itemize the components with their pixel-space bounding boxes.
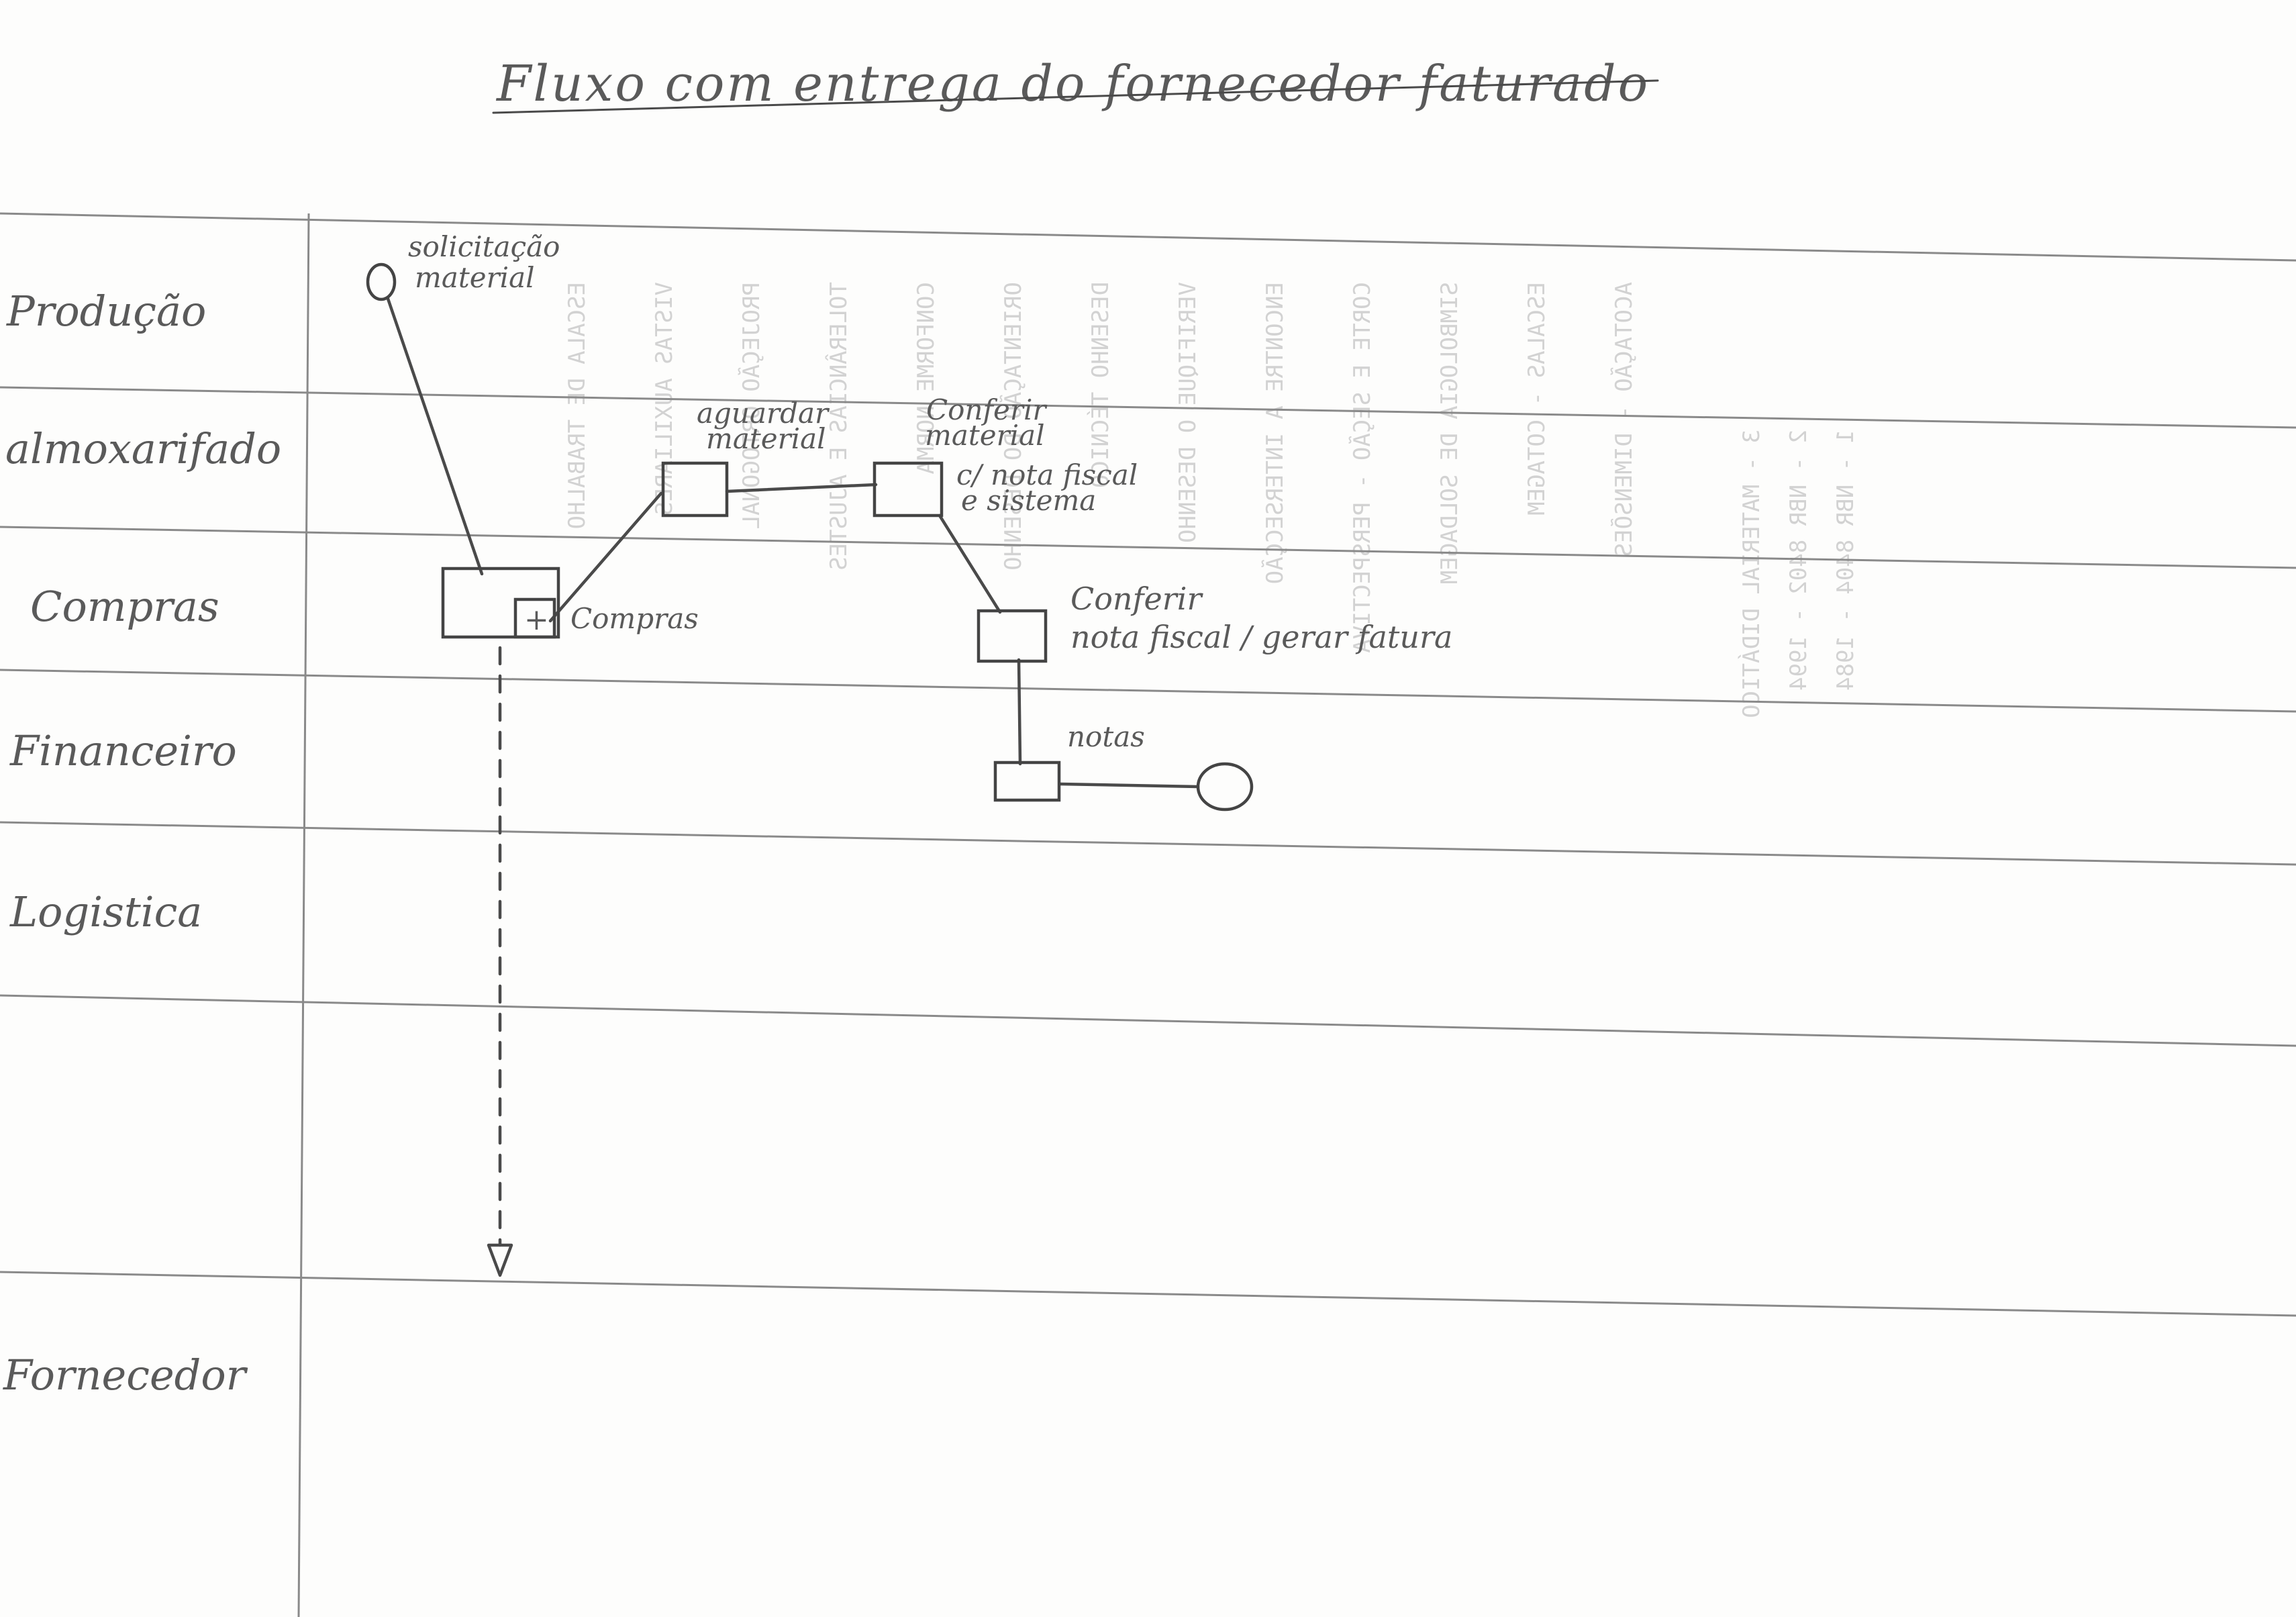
connector-compras-to-aguardar xyxy=(548,491,663,623)
lane-divider xyxy=(0,386,2296,429)
connector-notas-to-end xyxy=(1058,782,1200,789)
lane-labels: Produção almoxarifado Compras Financeiro… xyxy=(3,287,281,1400)
bleed-line: DESENHO TÉCNICO xyxy=(1087,282,1114,488)
note-solicitacao-line1: solicitação xyxy=(408,230,560,263)
start-event-circle xyxy=(366,262,397,301)
flow-connectors xyxy=(386,297,1200,1277)
lane-divider xyxy=(0,526,2296,569)
bleed-line: CONFORME NORMA xyxy=(913,282,940,475)
bleed-line: ESCALA DE TRABALHO xyxy=(564,282,591,529)
task-notas xyxy=(993,761,1061,802)
bleed-line: ORIENTAÇÃO DO DESENHO xyxy=(1000,282,1027,571)
note-subprocess-compras: Compras xyxy=(570,602,699,635)
note-conferir-material-line4: e sistema xyxy=(961,484,1096,517)
task-compras xyxy=(441,567,560,639)
lane-label-logistica: Logistica xyxy=(9,887,202,936)
note-conferir-material-line3: c/ nota fiscal xyxy=(956,458,1138,491)
bleed-line: ENCONTRE A INTERSECÇÃO xyxy=(1262,282,1289,584)
lane-divider xyxy=(0,994,2296,1047)
task-conferir-nota-fiscal xyxy=(977,609,1048,663)
bleed-line: 3 - MATERIAL DIDÁTICO xyxy=(1738,430,1765,718)
note-conferir-material-line1: Conferir xyxy=(926,393,1048,426)
bleed-line: TOLERÂNCIAS E AJUSTES xyxy=(825,282,852,571)
title-underline xyxy=(492,79,1659,114)
bleed-line: PROJEÇÃO ORTOGONAL xyxy=(738,282,765,529)
lane-label-producao: Produção xyxy=(6,287,206,336)
bleed-line: ESCALAS - COTAGEM xyxy=(1524,282,1550,516)
task-aguardar-material xyxy=(661,461,729,518)
connector-aguardar-to-conferir xyxy=(725,483,878,493)
note-aguardar-line2: material xyxy=(706,422,826,455)
bleed-through-text: 1 - NBR 8404 - 1984 2 - NBR 8402 - 1994 … xyxy=(564,282,1859,718)
label-column-divider xyxy=(297,213,310,1617)
task-conferir-material xyxy=(872,461,944,518)
dashed-flow-arrowhead xyxy=(487,1243,513,1277)
lane-divider xyxy=(0,212,2296,262)
lane-label-financeiro: Financeiro xyxy=(9,726,237,775)
note-conferir-nota-line2: nota fiscal / gerar fatura xyxy=(1070,619,1452,655)
connector-start-to-compras xyxy=(386,297,484,576)
lane-divider xyxy=(0,1271,2296,1317)
note-aguardar-line1: aguardar xyxy=(697,397,830,430)
subprocess-plus-icon: + xyxy=(524,603,549,637)
lane-grid xyxy=(0,212,2296,1617)
connector-conferir-to-fatura xyxy=(938,513,1002,614)
annotations: solicitação material aguardar material C… xyxy=(408,230,1452,753)
lane-divider xyxy=(0,669,2296,713)
bleed-line: ACOTAÇÃO - DIMENSÕES xyxy=(1610,282,1638,556)
lane-divider xyxy=(0,821,2296,866)
note-conferir-material-line2: material xyxy=(925,419,1045,452)
bleed-line: SIMBOLOGIA DE SOLDAGEM xyxy=(1436,282,1463,584)
note-notas: notas xyxy=(1067,720,1145,753)
end-event-circle xyxy=(1196,762,1254,812)
bleed-line: VERIFIQUE O DESENHO xyxy=(1175,282,1201,543)
diagram-title: Fluxo com entrega do fornecedor faturado xyxy=(495,55,1650,113)
lane-label-fornecedor: Fornecedor xyxy=(3,1351,248,1400)
subprocess-marker-box xyxy=(513,597,556,639)
note-solicitacao-line2: material xyxy=(415,261,535,294)
lane-label-compras: Compras xyxy=(30,582,219,631)
connector-fatura-to-notas xyxy=(1017,658,1022,766)
note-conferir-nota-line1: Conferir xyxy=(1070,581,1203,617)
lane-label-almoxarifado: almoxarifado xyxy=(5,424,281,473)
bleed-line: CORTE E SEÇÃO - PERSPECTIVA xyxy=(1349,282,1376,653)
